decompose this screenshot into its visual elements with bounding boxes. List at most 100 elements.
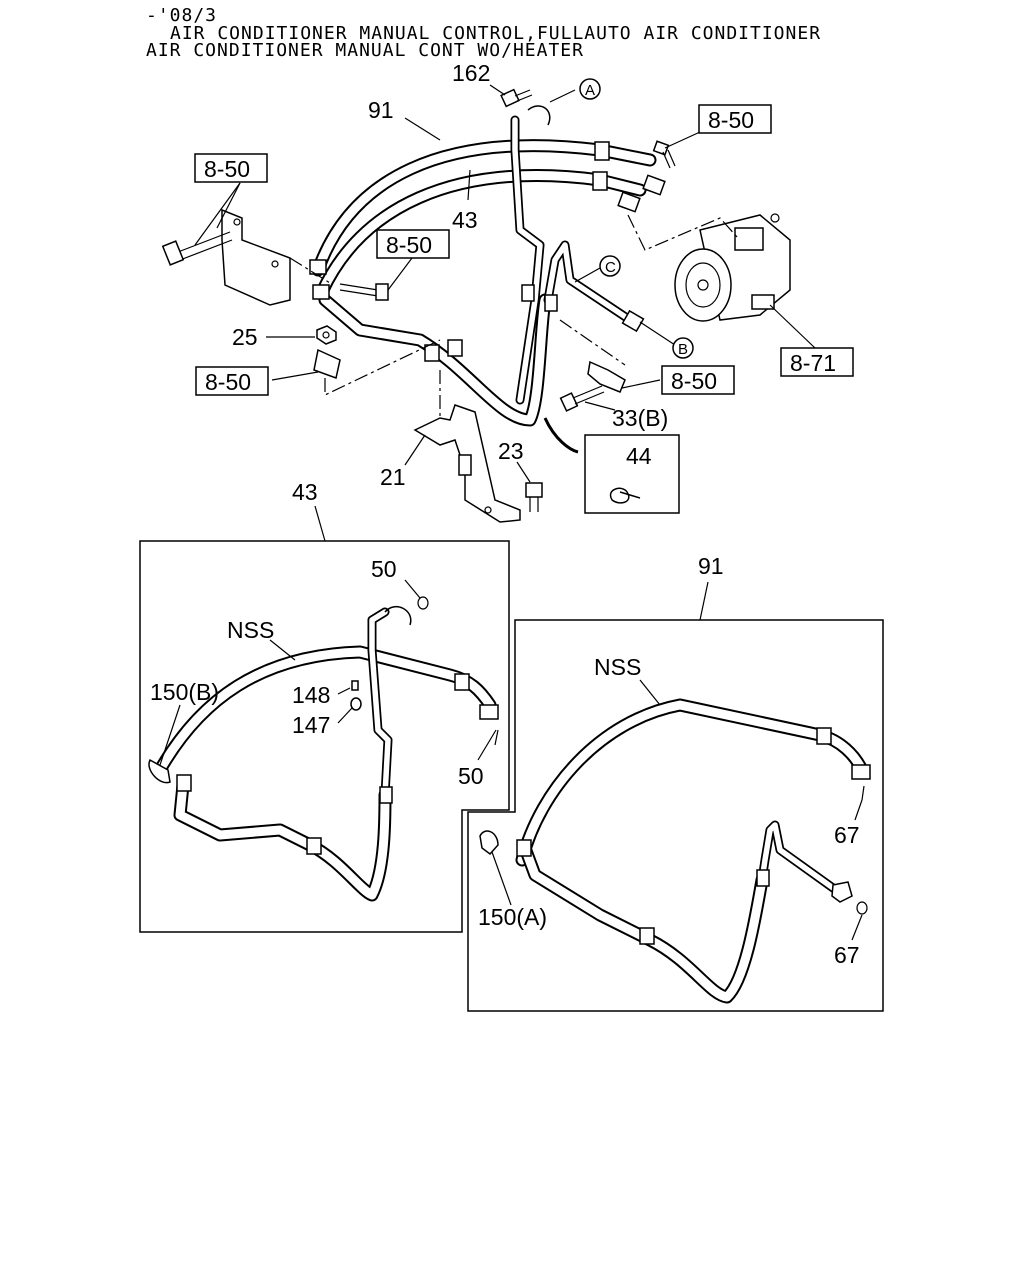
o-ring-50b: [494, 729, 499, 746]
part-148: [351, 680, 359, 691]
leader-nss1: [269, 639, 296, 661]
leader-33b: [584, 401, 616, 411]
leader-detail-91: [699, 581, 709, 621]
leader-nss2: [639, 679, 661, 706]
leader-871: [769, 304, 816, 349]
hose-band: [592, 171, 608, 191]
leader-850-mid: [387, 257, 413, 291]
label-148: 148: [292, 682, 330, 708]
leader-850-lowleft: [271, 371, 319, 381]
label-44: 44: [626, 443, 652, 469]
leader-67a: [854, 799, 863, 821]
ref-box-871[interactable]: 8-71: [780, 347, 854, 377]
hose-fitting: [621, 309, 645, 333]
detail-91: 91 NSS 150(A) 67 67: [467, 553, 884, 1012]
hose-fitting: [384, 606, 412, 626]
detail-43: 43 50 NSS 150(B) 148 147 50: [139, 479, 510, 933]
hose-band: [312, 284, 330, 300]
leader-850-left2: [194, 182, 241, 246]
o-ring-67b: [856, 901, 868, 915]
hose-band: [306, 837, 322, 855]
fitting-150b: [148, 758, 171, 784]
leader-A: [549, 89, 576, 103]
nut-25: [316, 325, 337, 345]
leader-162: [489, 84, 506, 96]
compressor: [674, 213, 791, 322]
hose-band: [424, 344, 440, 362]
hose-band: [309, 259, 327, 275]
label-91: 91: [368, 97, 394, 123]
bolt-top-right: [652, 140, 676, 169]
label-162: 162: [452, 60, 490, 86]
hose-band: [521, 284, 535, 302]
leader-50a: [404, 579, 421, 599]
leader-43: [467, 169, 471, 201]
label-33b: 33(B): [612, 405, 668, 431]
label-23: 23: [498, 438, 524, 464]
leader-850-topright: [664, 131, 701, 149]
label-nss1: NSS: [227, 617, 274, 643]
leader-850-left: [216, 182, 241, 229]
hose-fitting: [831, 881, 853, 903]
bolt-left: [161, 231, 233, 266]
hose-fitting: [527, 105, 551, 126]
label-67b: 67: [834, 942, 860, 968]
header-date: -'08/3: [146, 5, 217, 26]
hose-band: [639, 927, 655, 945]
clamp-right: [559, 319, 626, 393]
bolt-middle: [339, 283, 389, 301]
leader-67b: [851, 914, 863, 941]
ref-box-850-middle[interactable]: 8-50: [376, 229, 450, 259]
main-hose-assembly: [309, 105, 666, 427]
leader-148: [337, 687, 351, 695]
connection-dashline: [627, 214, 739, 251]
hose-band: [176, 774, 192, 792]
hose-band: [816, 727, 832, 745]
inset-44: [543, 417, 680, 514]
hose-band: [454, 673, 470, 691]
marker-B: B: [672, 337, 694, 359]
ref-label: 8-71: [790, 350, 836, 376]
fitting-150a: [479, 830, 499, 856]
ref-label: 8-50: [708, 107, 754, 133]
label-43: 43: [452, 207, 478, 233]
hose-band: [447, 339, 463, 357]
marker-C: C: [599, 255, 621, 277]
left-bracket: [221, 208, 291, 306]
ref-box-850-topright[interactable]: 8-50: [698, 104, 772, 134]
o-ring-50: [417, 596, 429, 610]
leader-150b: [159, 704, 181, 766]
marker-label: A: [585, 82, 595, 99]
leader-150a: [491, 851, 512, 906]
hose-fitting: [851, 764, 871, 780]
leader-21: [404, 434, 426, 466]
marker-label: C: [605, 259, 616, 276]
marker-A: A: [579, 78, 601, 100]
ref-box-850-topleft[interactable]: 8-50: [194, 153, 268, 183]
bolt-33b: [559, 385, 605, 412]
ref-label: 8-50: [386, 232, 432, 258]
leader-23: [516, 461, 531, 483]
ref-box-850-lowleft[interactable]: 8-50: [195, 366, 269, 396]
label-150a: 150(A): [478, 904, 547, 930]
hose-band: [594, 141, 610, 161]
leader-B: [639, 321, 676, 346]
label-147: 147: [292, 712, 330, 738]
bolt-23: [525, 482, 543, 512]
hose-fitting: [642, 174, 666, 196]
label-67a: 67: [834, 822, 860, 848]
leader-91: [404, 117, 441, 141]
ref-label: 8-50: [204, 156, 250, 182]
label-50b: 50: [458, 763, 484, 789]
label-detail-91: 91: [698, 553, 724, 579]
label-150b: 150(B): [150, 679, 219, 705]
header-title-line1: AIR CONDITIONER MANUAL CONTROL,FULLAUTO …: [170, 23, 821, 44]
ref-label: 8-50: [671, 368, 717, 394]
hose-fitting: [617, 191, 641, 213]
leader-147: [337, 707, 353, 724]
hose-band: [756, 869, 770, 887]
hose-band: [379, 786, 393, 804]
ref-box-850-lowright[interactable]: 8-50: [661, 365, 735, 395]
clamp-left: [313, 339, 441, 396]
